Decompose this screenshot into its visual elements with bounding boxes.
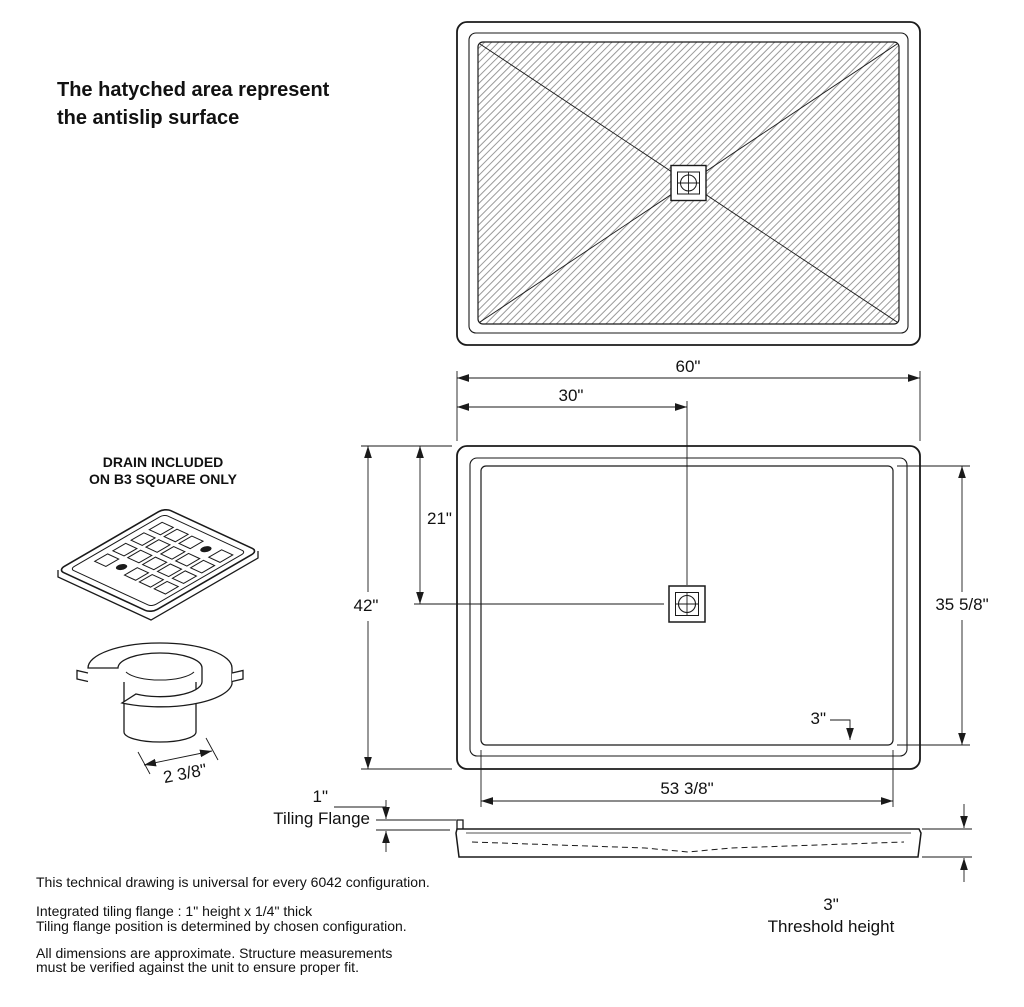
footnote-flange-position: Tiling flange position is determined by …	[36, 918, 407, 934]
hatch-note-line2: the antislip surface	[57, 107, 239, 129]
grate-thickness-edge	[57, 551, 259, 621]
leader-line-3in-corner	[830, 719, 854, 740]
drain-grate-illustration	[57, 508, 259, 621]
drain-body-tab-left	[76, 669, 89, 683]
drain-body-pipe	[123, 682, 197, 743]
grate-rim	[70, 514, 246, 606]
top-view	[456, 21, 921, 346]
footnote-approximate-2: must be verified against the unit to ens…	[36, 959, 359, 975]
dim-label-drain-outlet: 2 3/8"	[162, 760, 209, 787]
grate-screw-hole	[200, 546, 212, 553]
grate-holes	[95, 522, 233, 594]
footnote-flange-spec: Integrated tiling flange : 1" height x 1…	[36, 903, 313, 919]
dim-line	[143, 749, 213, 767]
drain-inner-frame	[675, 592, 699, 616]
dim-label-drain-offset-y: 21"	[427, 509, 452, 528]
side-view-profile	[455, 828, 922, 858]
grate-screw-hole	[115, 564, 128, 571]
dim-label-overall-width: 60"	[676, 357, 701, 376]
dim-tick	[137, 751, 151, 775]
dim-label-overall-depth: 42"	[354, 596, 379, 615]
dim-label-flange-height: 1"	[313, 787, 329, 806]
drain-inner-frame	[677, 171, 700, 195]
label-tiling-flange: Tiling Flange	[273, 809, 370, 828]
drain-body-tab-right	[231, 669, 244, 683]
dim-label-drain-offset-x: 30"	[559, 386, 584, 405]
drain-note-line1: DRAIN INCLUDED	[103, 454, 224, 470]
grate-outline	[58, 508, 258, 613]
dim-label-inner-width: 53 3/8"	[660, 779, 713, 798]
plan-dimensions	[361, 371, 970, 807]
label-threshold-height: Threshold height	[768, 917, 895, 936]
plan-view	[456, 445, 921, 770]
drain-body-collar	[87, 642, 233, 708]
footnote-approximate-1: All dimensions are approximate. Structur…	[36, 945, 392, 961]
tiling-flange-profile	[456, 819, 464, 829]
side-view-slope-dashed-line	[471, 841, 905, 853]
hatch-note-line1: The hatyched area represent	[57, 79, 330, 101]
dim-drain-outlet	[137, 737, 219, 775]
drain-body-inner-depth	[125, 671, 195, 681]
top-view-drain	[670, 164, 707, 202]
footnote-universal: This technical drawing is universal for …	[36, 874, 430, 890]
plan-drain	[668, 585, 706, 623]
drain-frame	[670, 164, 707, 202]
plan-rim	[469, 457, 908, 757]
dim-label-inner-depth: 35 5/8"	[935, 595, 988, 614]
drain-body-illustration	[76, 642, 244, 743]
top-view-rim	[468, 32, 909, 334]
side-view-dimensions	[334, 800, 972, 882]
dim-label-corner-detail: 3"	[811, 709, 827, 728]
dim-label-threshold-height: 3"	[823, 895, 839, 914]
dim-tick	[205, 737, 219, 761]
side-view	[455, 819, 922, 858]
drain-note-line2: ON B3 SQUARE ONLY	[89, 471, 238, 487]
